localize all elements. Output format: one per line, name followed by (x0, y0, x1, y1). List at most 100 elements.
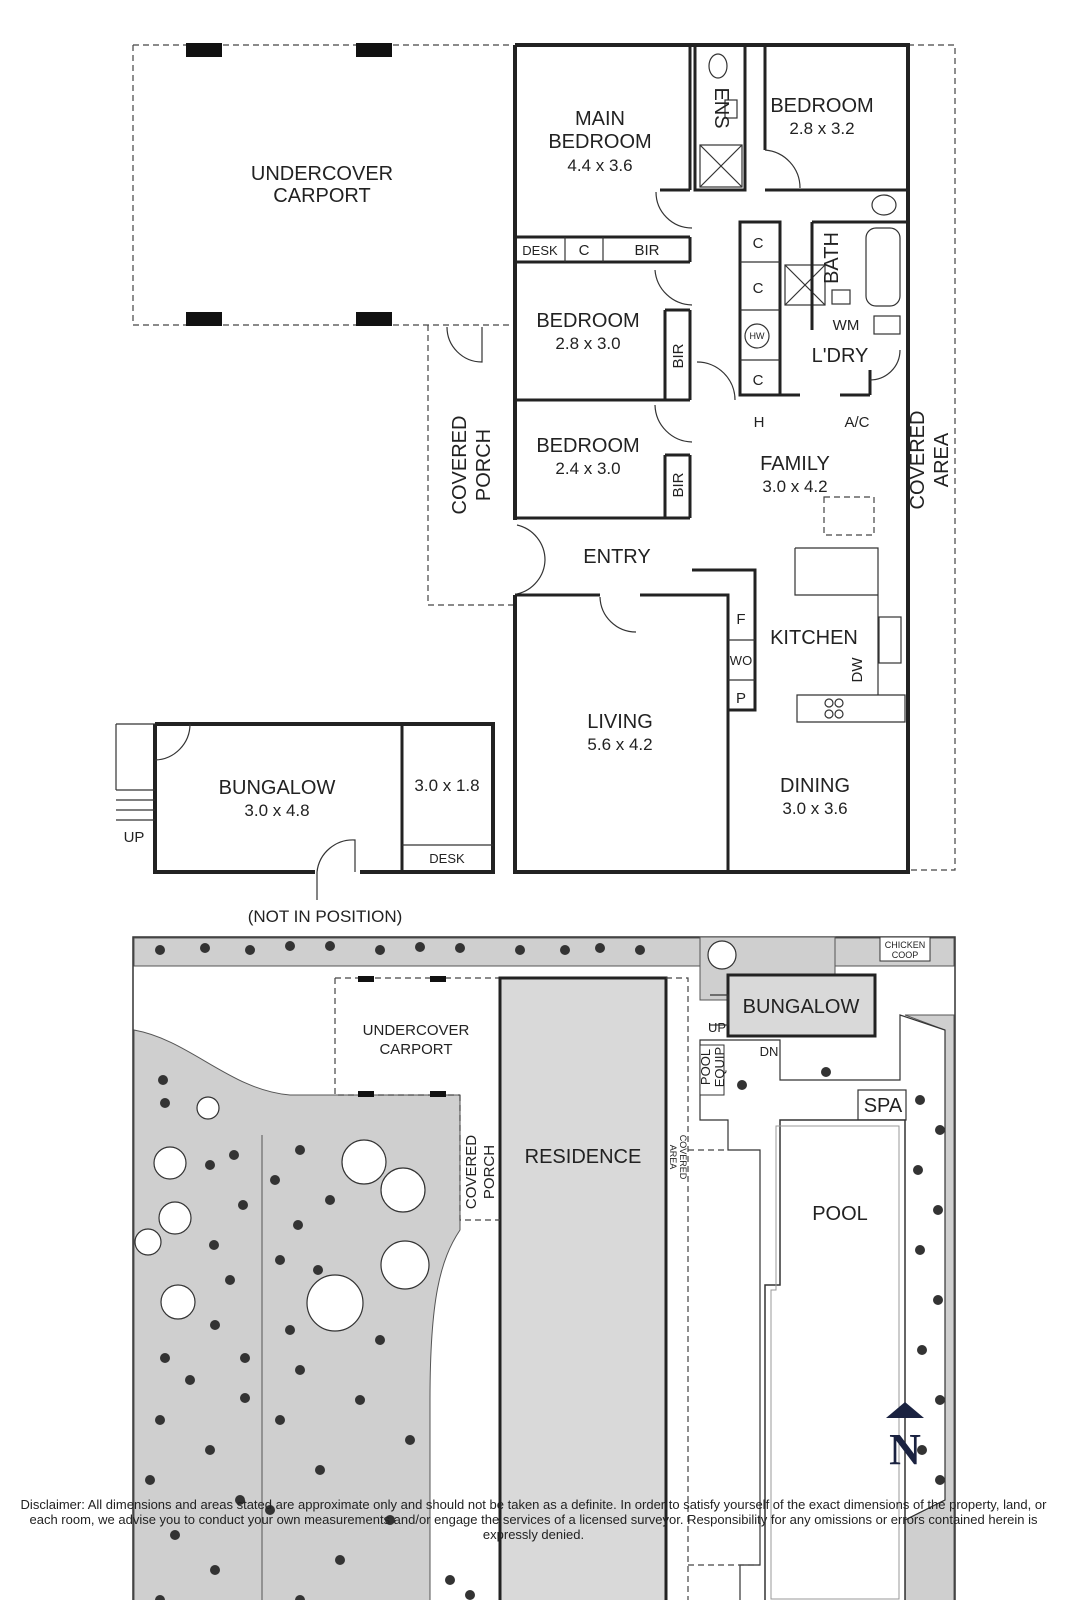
kitchen-bench-south (796, 694, 906, 723)
main-bedroom-label-2: BEDROOM (548, 131, 651, 153)
bedroom-3-door (654, 404, 693, 443)
main-bedroom-size: 4.4 x 3.6 (567, 156, 632, 175)
covered-porch-line1: COVERED (449, 416, 471, 515)
bungalow-desk-label: DESK (429, 851, 465, 866)
living-name: LIVING (587, 711, 653, 733)
hw-label: HW (750, 331, 765, 341)
main-bedroom-walls (515, 45, 692, 264)
bedroom-3-bir-label: BIR (670, 472, 687, 497)
hall-door (696, 361, 736, 401)
pool-coping (770, 1125, 900, 1600)
ensuite-shower (699, 144, 743, 188)
site-bungalow-block (726, 973, 877, 1038)
disclaimer-text: Disclaimer: All dimensions and areas sta… (20, 1497, 1047, 1542)
site-covered-porch-line2: PORCH (481, 1145, 498, 1199)
living-size: 5.6 x 4.2 (587, 735, 652, 754)
pool-equip-line1: POOL (698, 1049, 713, 1085)
bungalow-door (154, 723, 191, 761)
site-up-label: UP (708, 1020, 726, 1035)
bungalow-size: 3.0 x 4.8 (244, 801, 309, 820)
site-carport-line1: UNDERCOVER (363, 1022, 470, 1039)
entry-door (516, 524, 546, 595)
site-covered-porch-line1: COVERED (463, 1135, 480, 1209)
bedroom-3-size: 2.4 x 3.0 (555, 459, 620, 478)
hall-c3-label: C (753, 372, 764, 389)
main-c-label: C (579, 242, 590, 259)
kitchen-sink (878, 616, 902, 664)
ensuite-label: ENS (710, 87, 732, 128)
carport-label-1: UNDERCOVER (251, 163, 393, 185)
main-bir-label: BIR (634, 242, 659, 259)
bungalow-side-door (316, 839, 356, 900)
hall-c2-label: C (753, 280, 764, 297)
wm-label: WM (833, 317, 860, 334)
living-door (599, 596, 637, 633)
dining-name: DINING (780, 775, 850, 797)
north-compass: N (886, 1402, 924, 1474)
ne-bedroom-size: 2.8 x 3.2 (789, 119, 854, 138)
north-label: N (889, 1425, 921, 1474)
floor-plan: UNDERCOVER CARPORT COVERED PORCH COVERED… (115, 43, 956, 926)
entry-label: ENTRY (583, 546, 650, 568)
hall-c1-label: C (753, 235, 764, 252)
bungalow-walls (153, 722, 495, 874)
bungalow-name: BUNGALOW (219, 777, 336, 799)
site-covered-area-outline (666, 977, 689, 1600)
fridge-label: F (736, 611, 745, 628)
pool-label: POOL (812, 1203, 868, 1225)
shrubs (145, 941, 945, 1600)
spa-label: SPA (864, 1095, 903, 1117)
covered-area-label: COVERED AREA (907, 411, 953, 510)
residence-label: RESIDENCE (525, 1146, 642, 1168)
carport-label-2: CARPORT (273, 185, 370, 207)
site-plan: CHICKEN COOP UNDERCOVER CARPORT RESIDENC… (132, 936, 956, 1600)
ne-bedroom-door (764, 149, 801, 189)
ne-bedroom-walls (763, 45, 908, 192)
family-size: 3.0 x 4.2 (762, 477, 827, 496)
living-walls (515, 593, 730, 870)
pool (764, 1119, 906, 1600)
covered-porch-label: COVERED PORCH (449, 416, 495, 515)
house-outer-walls (513, 43, 910, 874)
covered-porch-line2: PORCH (473, 429, 495, 501)
bungalow-up-label: UP (124, 829, 145, 846)
north-arrow-icon (886, 1402, 924, 1418)
bedroom-2-door (654, 269, 693, 306)
bathtub (865, 227, 901, 307)
site-covered-area-line1: COVERED (678, 1135, 688, 1180)
main-bedroom-label-1: MAIN (575, 108, 625, 130)
site-bungalow-stairs (710, 994, 729, 1026)
pool-equipment-box (699, 1044, 725, 1096)
kitchen-label: KITCHEN (770, 627, 858, 649)
laundry-walls (780, 370, 872, 397)
site-dn-label: DN (760, 1044, 779, 1059)
family-skylight (823, 496, 875, 536)
bath-label: BATH (821, 232, 843, 284)
kitchen-bench-north (794, 547, 879, 695)
residence-block (498, 976, 668, 1600)
chicken-coop (879, 936, 931, 962)
heater-label: H (754, 414, 765, 431)
paving-dashed (688, 1149, 760, 1566)
bedroom-2-name: BEDROOM (536, 310, 639, 332)
laundry-door (869, 349, 901, 381)
site-covered-area-label: COVERED AREA (668, 1135, 688, 1180)
spa (857, 1089, 907, 1121)
not-in-position-label: (NOT IN POSITION) (248, 907, 403, 926)
chicken-coop-line2: COOP (892, 950, 919, 960)
dishwasher-label: DW (849, 657, 866, 683)
desk-label: DESK (522, 243, 558, 258)
carport-outline (132, 43, 513, 326)
hot-water-unit (744, 323, 770, 349)
ac-label: A/C (844, 414, 869, 431)
site-covered-porch-label: COVERED PORCH (463, 1135, 498, 1209)
laundry-label: L'DRY (812, 345, 869, 367)
site-porch-outline (459, 1095, 500, 1221)
pool-equip-line2: EQUIP (712, 1047, 727, 1087)
bedroom-2-walls (515, 308, 692, 402)
covered-area-line2: AREA (931, 432, 953, 487)
bungalow-study-size: 3.0 x 1.8 (414, 776, 479, 795)
ensuite-basin (724, 99, 738, 119)
porch-door-swing (446, 326, 483, 363)
